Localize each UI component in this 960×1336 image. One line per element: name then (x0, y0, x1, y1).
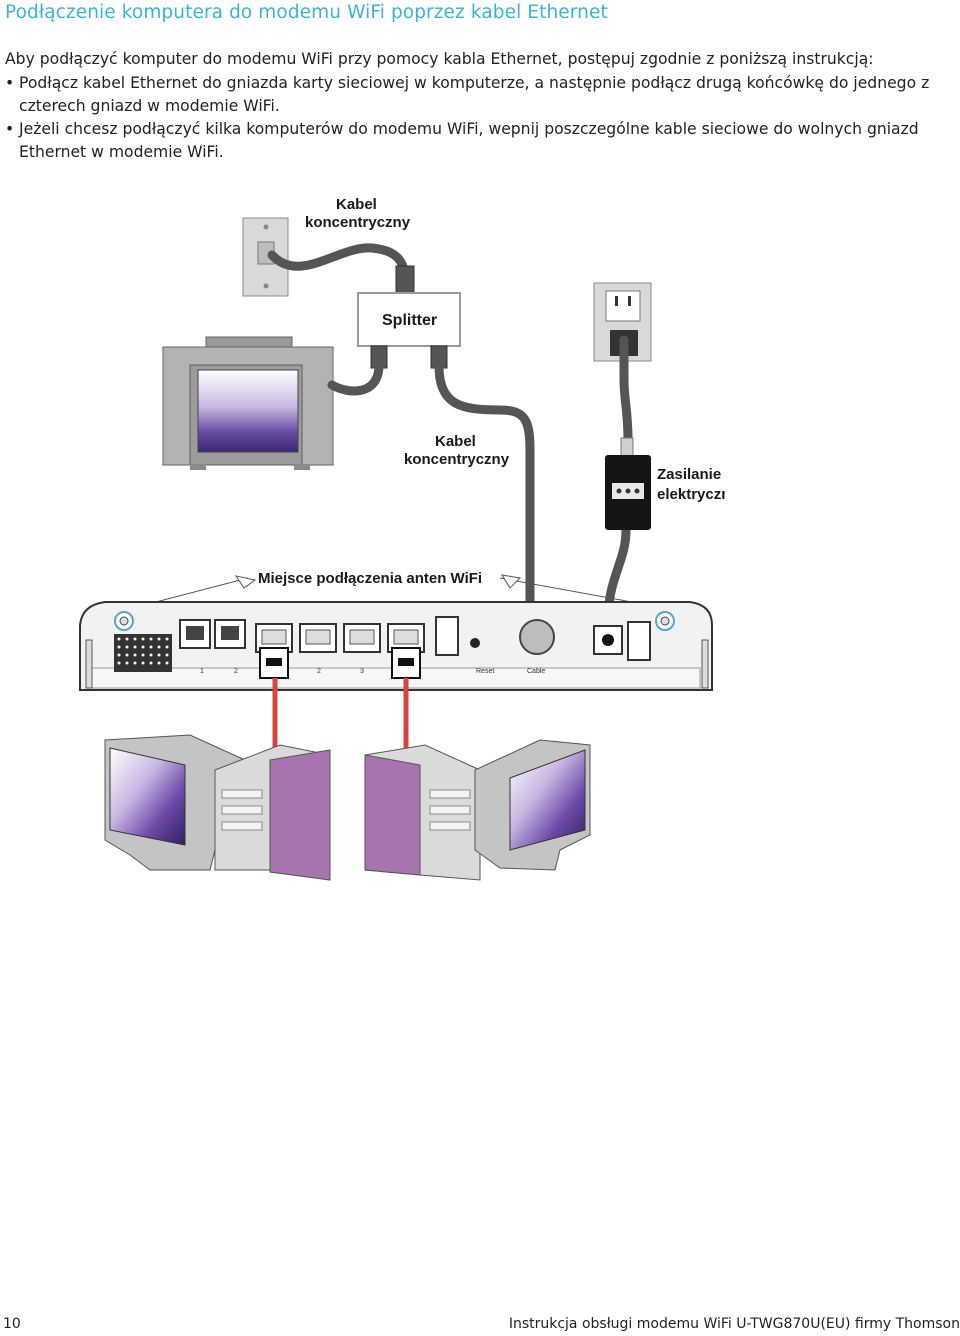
ethernet-plug-icon (259, 647, 421, 679)
tv-icon (162, 336, 334, 470)
power-outlet-icon (593, 282, 652, 362)
port-label-phone2: 2 (234, 668, 238, 675)
port-label-reset: Reset (476, 668, 494, 675)
splitter-label: Splitter (382, 312, 437, 329)
port-label-phone1: 1 (200, 668, 204, 675)
coax-cable-top (267, 243, 410, 285)
instruction-item: Podłącz kabel Ethernet do gniazda karty … (5, 72, 955, 118)
instruction-item: Jeżeli chcesz podłączyć kilka komputerów… (5, 118, 955, 164)
coax-label-top-line2: koncentryczny (305, 214, 411, 231)
coax-label-mid-line2: koncentryczny (404, 451, 510, 468)
coax-label-top-line1: Kabel (336, 196, 377, 213)
connection-diagram: Splitter Kabel koncentryczny Kabel konce… (79, 196, 725, 881)
power-label-line2: elektryczne (657, 486, 725, 503)
intro-text: Aby podłączyć komputer do modemu WiFi pr… (5, 50, 874, 68)
coax-label-mid-line1: Kabel (435, 433, 476, 450)
computer-right-icon (364, 739, 591, 881)
page-title: Podłączenie komputera do modemu WiFi pop… (5, 2, 608, 23)
coax-cable-tv (327, 360, 384, 396)
instruction-list: Podłącz kabel Ethernet do gniazda karty … (5, 72, 955, 164)
modem-icon: 1 2 2 3 Reset Cable (79, 601, 713, 691)
power-label-line1: Zasilanie (657, 466, 721, 483)
footer-text: Instrukcja obsługi modemu WiFi U-TWG870U… (508, 1316, 960, 1332)
port-label-eth3: 3 (360, 668, 364, 675)
splitter-icon (357, 265, 461, 369)
power-cable-top (619, 335, 633, 445)
coax-cable-modem (434, 360, 535, 625)
antenna-label: Miejsce podłączenia anten WiFi (258, 570, 482, 587)
computer-left-icon (104, 734, 331, 881)
power-adapter-icon (605, 437, 651, 530)
port-label-cable: Cable (527, 668, 545, 675)
page-number: 10 (3, 1316, 21, 1332)
port-label-eth2: 2 (317, 668, 321, 675)
